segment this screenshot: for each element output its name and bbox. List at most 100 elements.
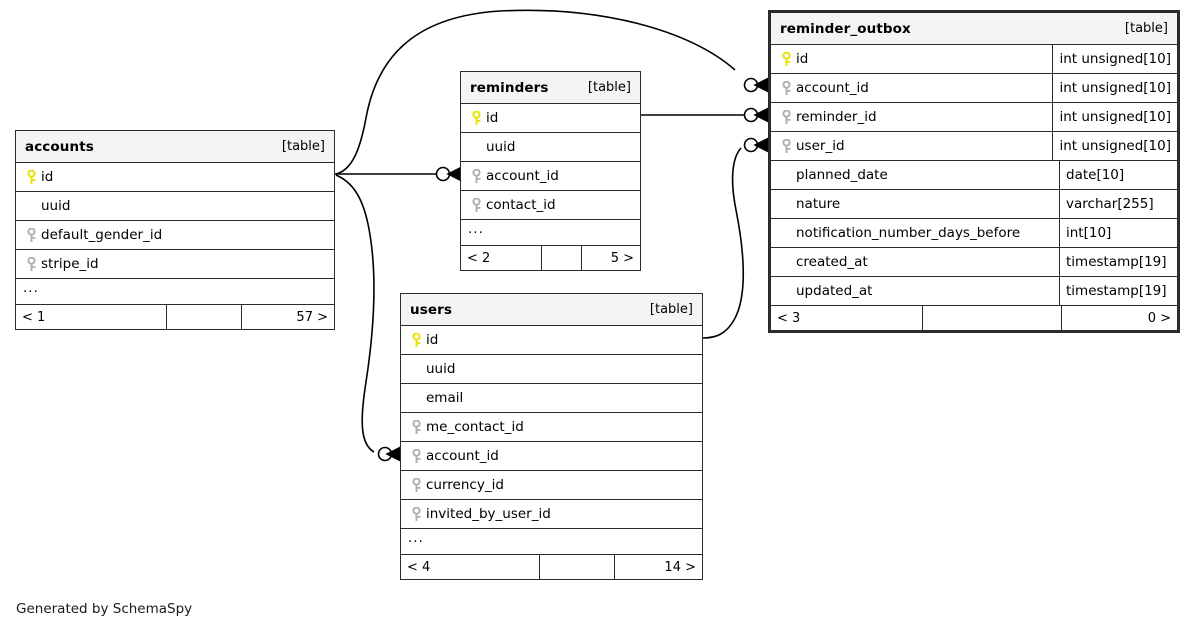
table-row[interactable]: created_at timestamp[19] xyxy=(771,247,1177,276)
table-node-users[interactable]: users [table] id uuid email xyxy=(400,293,703,580)
table-row[interactable]: id int unsigned[10] xyxy=(771,44,1177,73)
table-row[interactable]: account_id xyxy=(461,161,640,190)
column-type: int unsigned[10] xyxy=(1059,80,1171,96)
column-cell-type: int[10] xyxy=(1059,219,1177,247)
more-columns-indicator: ... xyxy=(401,528,702,554)
foreign-key-icon xyxy=(467,197,486,213)
column-cell-type: int unsigned[10] xyxy=(1052,132,1177,160)
column-name: account_id xyxy=(486,168,559,184)
table-row[interactable]: id xyxy=(461,103,640,132)
table-row[interactable]: contact_id xyxy=(461,190,640,219)
edge-reminders-id-to-reminder-outbox-reminder-id xyxy=(641,107,768,123)
footer-child-count[interactable]: 14 > xyxy=(614,555,702,579)
table-title-users: users xyxy=(410,301,452,318)
column-name: uuid xyxy=(41,198,71,214)
footer-parent-count[interactable]: < 4 xyxy=(407,559,431,575)
foreign-key-icon xyxy=(22,256,41,272)
table-row[interactable]: default_gender_id xyxy=(16,220,334,249)
column-cell-name: contact_id xyxy=(461,191,640,219)
column-cell-name: nature xyxy=(771,190,1059,218)
footer-middle xyxy=(166,305,241,329)
table-row[interactable]: updated_at timestamp[19] xyxy=(771,276,1177,305)
column-cell-type: int unsigned[10] xyxy=(1052,74,1177,102)
edge-accounts-id-to-users-account-id xyxy=(335,174,400,462)
table-node-reminders[interactable]: reminders [table] id uuid account_i xyxy=(460,71,641,271)
table-footer-reminders: < 2 5 > xyxy=(461,245,640,270)
column-cell-name: uuid xyxy=(401,355,702,383)
column-name: nature xyxy=(796,196,841,212)
column-name: uuid xyxy=(486,139,516,155)
table-title-reminders: reminders xyxy=(470,79,549,96)
edge-accounts-id-to-reminders-account-id xyxy=(335,166,461,182)
column-cell-name: account_id xyxy=(771,74,1052,102)
table-node-reminder-outbox[interactable]: reminder_outbox [table] id int unsigned[… xyxy=(768,10,1180,333)
column-cell-name: stripe_id xyxy=(16,250,334,278)
column-cell-name: planned_date xyxy=(771,161,1059,189)
table-row[interactable]: stripe_id xyxy=(16,249,334,278)
footer-child-count[interactable]: 0 > xyxy=(1061,306,1177,330)
table-row[interactable]: id xyxy=(16,162,334,191)
primary-key-icon xyxy=(407,332,426,348)
table-row[interactable]: reminder_id int unsigned[10] xyxy=(771,102,1177,131)
table-row[interactable]: notification_number_days_before int[10] xyxy=(771,218,1177,247)
table-row[interactable]: account_id xyxy=(401,441,702,470)
table-header-accounts: accounts [table] xyxy=(16,131,334,162)
table-row[interactable]: uuid xyxy=(16,191,334,220)
table-row[interactable]: currency_id xyxy=(401,470,702,499)
footer-parent-count[interactable]: < 3 xyxy=(777,310,801,326)
table-kind-users: [table] xyxy=(649,302,693,317)
table-row[interactable]: me_contact_id xyxy=(401,412,702,441)
column-cell-name: reminder_id xyxy=(771,103,1052,131)
column-name: reminder_id xyxy=(796,109,877,125)
table-row[interactable]: uuid xyxy=(461,132,640,161)
column-cell-name: id xyxy=(771,45,1052,73)
table-row[interactable]: nature varchar[255] xyxy=(771,189,1177,218)
column-cell-name: account_id xyxy=(461,162,640,190)
table-title-reminder-outbox: reminder_outbox xyxy=(780,20,911,37)
table-row[interactable]: uuid xyxy=(401,354,702,383)
table-kind-reminder-outbox: [table] xyxy=(1124,21,1168,36)
table-row[interactable]: user_id int unsigned[10] xyxy=(771,131,1177,160)
table-kind-reminders: [table] xyxy=(587,80,631,95)
table-row[interactable]: planned_date date[10] xyxy=(771,160,1177,189)
footer-middle xyxy=(922,306,1061,330)
column-type: varchar[255] xyxy=(1066,196,1154,212)
footer-parent-count[interactable]: < 1 xyxy=(22,309,46,325)
column-cell-name: created_at xyxy=(771,248,1059,276)
column-cell-name: user_id xyxy=(771,132,1052,160)
foreign-key-icon xyxy=(407,448,426,464)
column-name: id xyxy=(426,332,439,348)
foreign-key-icon xyxy=(407,419,426,435)
column-name: updated_at xyxy=(796,283,873,299)
footer-parent-count[interactable]: < 2 xyxy=(467,250,491,266)
column-cell-name: default_gender_id xyxy=(16,221,334,249)
table-row[interactable]: id xyxy=(401,325,702,354)
edge-users-id-to-reminder-outbox-user-id xyxy=(702,137,768,339)
column-cell-type: timestamp[19] xyxy=(1059,277,1177,305)
table-row[interactable]: email xyxy=(401,383,702,412)
column-cell-name: id xyxy=(401,326,702,354)
column-type: date[10] xyxy=(1066,167,1125,183)
table-kind-accounts: [table] xyxy=(281,139,325,154)
column-name: id xyxy=(796,51,809,67)
column-cell-type: varchar[255] xyxy=(1059,190,1177,218)
table-node-accounts[interactable]: accounts [table] id uuid default_ge xyxy=(15,130,335,330)
column-name: account_id xyxy=(426,448,499,464)
column-cell-type: timestamp[19] xyxy=(1059,248,1177,276)
column-name: id xyxy=(486,110,499,126)
footer-child-count[interactable]: 5 > xyxy=(581,246,640,270)
column-cell-name: uuid xyxy=(16,192,334,220)
column-type: int unsigned[10] xyxy=(1059,51,1171,67)
column-name: default_gender_id xyxy=(41,227,163,243)
table-row[interactable]: invited_by_user_id xyxy=(401,499,702,528)
table-row[interactable]: account_id int unsigned[10] xyxy=(771,73,1177,102)
column-cell-name: email xyxy=(401,384,702,412)
column-cell-name: account_id xyxy=(401,442,702,470)
table-title-accounts: accounts xyxy=(25,138,94,155)
table-header-users: users [table] xyxy=(401,294,702,325)
column-cell-type: date[10] xyxy=(1059,161,1177,189)
column-cell-name: id xyxy=(461,104,640,132)
column-cell-type: int unsigned[10] xyxy=(1052,103,1177,131)
footer-child-count[interactable]: 57 > xyxy=(241,305,334,329)
